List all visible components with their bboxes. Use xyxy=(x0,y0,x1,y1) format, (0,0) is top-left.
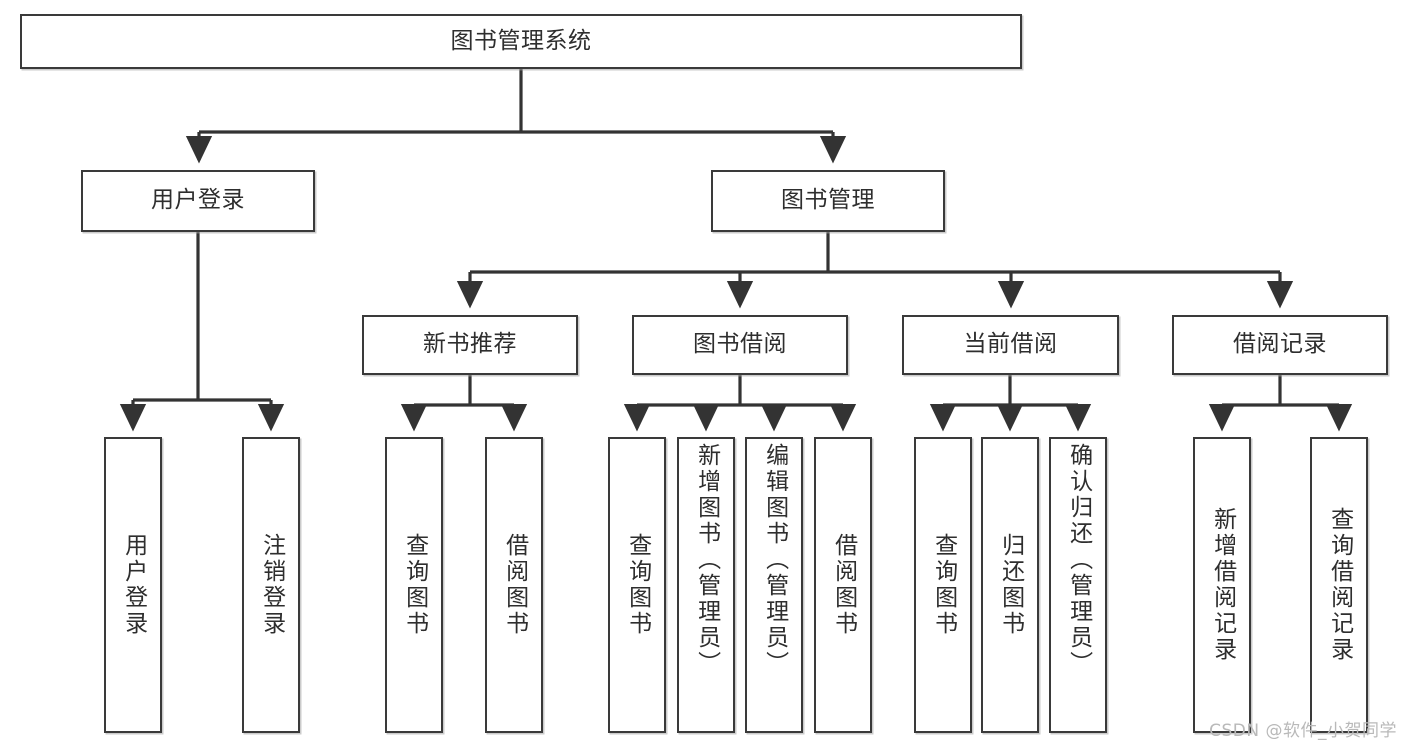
leaf-user-login[interactable]: 用户登录 xyxy=(104,437,162,733)
leaf-borrow-book-2-label: 借阅图书 xyxy=(830,533,857,637)
leaf-edit-book[interactable]: 编辑图书（管理员） xyxy=(745,437,803,733)
leaf-logout-login-label: 注销登录 xyxy=(258,533,285,637)
leaf-query-book-3-label: 查询图书 xyxy=(930,533,957,637)
node-book-borrow[interactable]: 图书借阅 xyxy=(632,315,848,375)
node-new-book-recommend[interactable]: 新书推荐 xyxy=(362,315,578,375)
leaf-query-book-1-label: 查询图书 xyxy=(401,533,428,637)
node-root[interactable]: 图书管理系统 xyxy=(20,14,1022,69)
node-current-borrow[interactable]: 当前借阅 xyxy=(902,315,1119,375)
leaf-add-book[interactable]: 新增图书（管理员） xyxy=(677,437,735,733)
leaf-borrow-book-2[interactable]: 借阅图书 xyxy=(814,437,872,733)
leaf-confirm-return-label: 确认归还（管理员） xyxy=(1065,443,1092,677)
leaf-edit-book-label: 编辑图书（管理员） xyxy=(761,443,788,677)
leaf-query-book-2[interactable]: 查询图书 xyxy=(608,437,666,733)
node-root-label: 图书管理系统 xyxy=(450,27,592,54)
leaf-return-book-label: 归还图书 xyxy=(997,533,1024,637)
node-new-book-recommend-label: 新书推荐 xyxy=(423,331,517,358)
leaf-query-record[interactable]: 查询借阅记录 xyxy=(1310,437,1368,733)
node-book-manage[interactable]: 图书管理 xyxy=(711,170,945,232)
watermark-text: CSDN @软件_小贺同学 xyxy=(1209,721,1397,741)
leaf-logout-login[interactable]: 注销登录 xyxy=(242,437,300,733)
leaf-user-login-label: 用户登录 xyxy=(120,533,147,637)
node-book-manage-label: 图书管理 xyxy=(781,187,875,214)
node-book-borrow-label: 图书借阅 xyxy=(693,331,787,358)
node-current-borrow-label: 当前借阅 xyxy=(963,331,1058,358)
leaf-add-book-label: 新增图书（管理员） xyxy=(693,443,720,677)
node-user-login-label: 用户登录 xyxy=(151,187,245,214)
leaf-query-record-label: 查询借阅记录 xyxy=(1326,507,1353,663)
node-borrow-record[interactable]: 借阅记录 xyxy=(1172,315,1388,375)
leaf-query-book-1[interactable]: 查询图书 xyxy=(385,437,443,733)
leaf-borrow-book-1[interactable]: 借阅图书 xyxy=(485,437,543,733)
leaf-return-book[interactable]: 归还图书 xyxy=(981,437,1039,733)
node-borrow-record-label: 借阅记录 xyxy=(1233,331,1327,358)
leaf-add-record-label: 新增借阅记录 xyxy=(1209,507,1236,663)
leaf-borrow-book-1-label: 借阅图书 xyxy=(501,533,528,637)
node-user-login[interactable]: 用户登录 xyxy=(81,170,315,232)
leaf-query-book-2-label: 查询图书 xyxy=(624,533,651,637)
leaf-confirm-return[interactable]: 确认归还（管理员） xyxy=(1049,437,1107,733)
leaf-query-book-3[interactable]: 查询图书 xyxy=(914,437,972,733)
leaf-add-record[interactable]: 新增借阅记录 xyxy=(1193,437,1251,733)
